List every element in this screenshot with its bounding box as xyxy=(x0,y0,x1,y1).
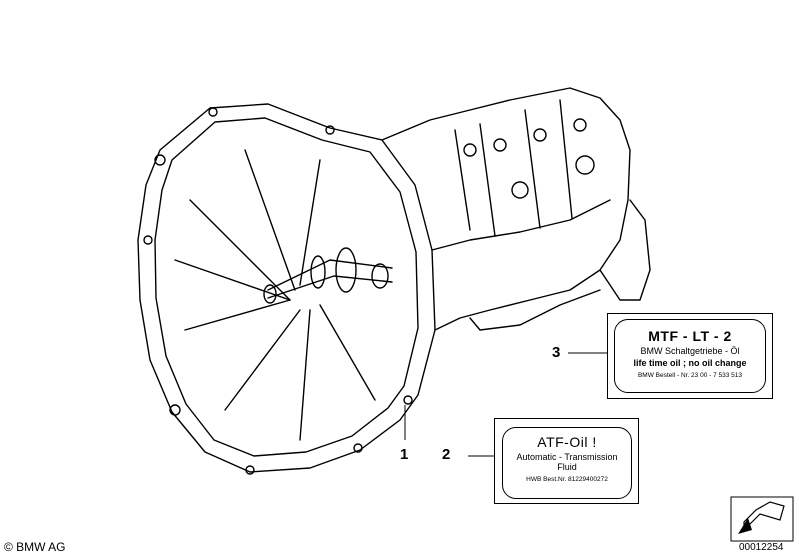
arrow-icon[interactable] xyxy=(730,496,794,542)
callout-1[interactable]: 1 xyxy=(400,446,409,463)
mtf-oil-label[interactable]: MTF - LT - 2 BMW Schaltgetriebe - Öl lif… xyxy=(607,313,773,399)
gearbox-case xyxy=(381,87,631,331)
atf-oil-line-1: Automatic - Transmission xyxy=(516,452,618,462)
callout-2[interactable]: 2 xyxy=(442,446,451,463)
mtf-oil-order-number: BMW Bestell - Nr. 23 00 - 7 533 513 xyxy=(637,372,743,379)
mtf-oil-line-2: life time oil ; no oil change xyxy=(633,358,747,368)
mtf-oil-title: MTF - LT - 2 xyxy=(648,328,732,344)
atf-oil-label[interactable]: ATF-Oil ! Automatic - Transmission Fluid… xyxy=(494,418,639,504)
atf-oil-label-inner: ATF-Oil ! Automatic - Transmission Fluid… xyxy=(502,427,632,499)
mtf-oil-label-inner: MTF - LT - 2 BMW Schaltgetriebe - Öl lif… xyxy=(614,319,766,393)
atf-oil-order-number: HWB Best.Nr. 81229400272 xyxy=(526,476,608,483)
callout-3[interactable]: 3 xyxy=(552,344,561,361)
atf-oil-title: ATF-Oil ! xyxy=(537,434,597,450)
atf-oil-line-2: Fluid xyxy=(557,462,577,472)
copyright-text: © BMW AG xyxy=(4,540,66,554)
bell-housing-flange xyxy=(137,103,436,473)
diagram-number: 00012254 xyxy=(739,542,784,553)
tail-housing xyxy=(599,199,651,301)
input-shaft xyxy=(267,259,393,291)
mtf-oil-line-1: BMW Schaltgetriebe - Öl xyxy=(640,346,740,356)
